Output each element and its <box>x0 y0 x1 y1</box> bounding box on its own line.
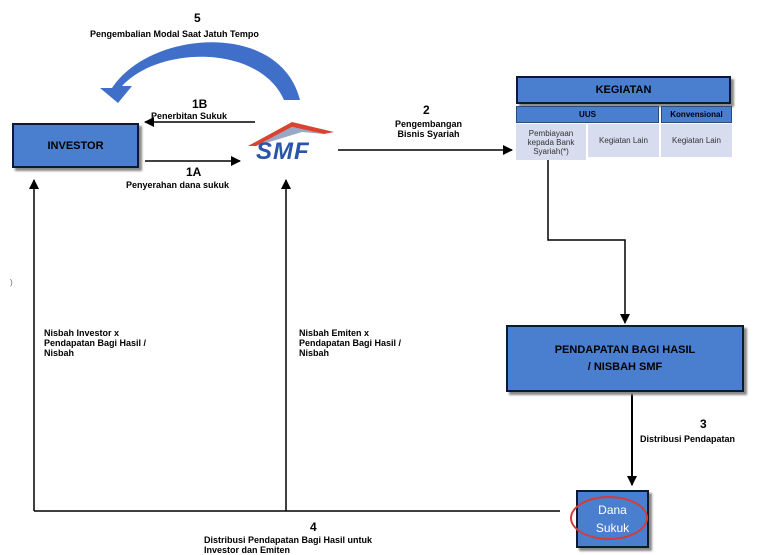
step1b-number: 1B <box>192 97 208 111</box>
nisbah-investor-line3: Nisbah <box>44 348 75 358</box>
nisbah-emiten-line1: Nisbah Emiten x <box>299 328 370 338</box>
dana-sukuk-highlight-circle <box>570 496 648 540</box>
cell-kegiatan-lain-uus: Kegiatan Lain <box>588 124 659 157</box>
return-capital-arrow <box>100 42 300 103</box>
cell-kegiatan-lain-konv: Kegiatan Lain <box>661 124 732 157</box>
nisbah-emiten-line2: Pendapatan Bagi Hasil / <box>299 338 402 348</box>
investor-box: INVESTOR <box>12 123 139 168</box>
pendapatan-line2: / NISBAH SMF <box>587 360 663 373</box>
pendapatan-box: PENDAPATAN BAGI HASIL / NISBAH SMF <box>506 325 744 392</box>
cell-pembiayaan: Pembiayaan kepada Bank Syariah(*) <box>516 124 586 160</box>
step4-label-2: Investor dan Emiten <box>204 545 291 555</box>
kegiatan-title: KEGIATAN <box>595 84 652 96</box>
step3-number: 3 <box>700 417 707 431</box>
step1a-number: 1A <box>186 165 202 179</box>
smf-roof-icon <box>248 122 334 146</box>
step3-label: Distribusi Pendapatan <box>640 434 736 444</box>
nisbah-investor-line1: Nisbah Investor x <box>44 328 120 338</box>
kegiatan-title-box: KEGIATAN <box>516 76 731 104</box>
step2-label-1: Pengembangan <box>394 119 462 129</box>
step4-label-1: Distribusi Pendapatan Bagi Hasil untuk <box>204 535 373 545</box>
step5-label: Pengembalian Modal Saat Jatuh Tempo <box>90 29 259 39</box>
stray-mark: ) <box>10 278 13 287</box>
step1b-label: Penerbitan Sukuk <box>151 111 228 121</box>
investor-label: INVESTOR <box>47 139 104 152</box>
nisbah-emiten-line3: Nisbah <box>299 348 330 358</box>
nisbah-investor-line2: Pendapatan Bagi Hasil / <box>44 338 147 348</box>
uus-header: UUS <box>516 106 659 123</box>
pendapatan-line1: PENDAPATAN BAGI HASIL <box>554 343 696 356</box>
step4-number: 4 <box>310 520 317 534</box>
smf-logo: SMF <box>242 118 342 166</box>
step2-number: 2 <box>423 103 430 117</box>
arrow-kegiatan-to-pendapatan <box>547 160 630 324</box>
konvensional-header: Konvensional <box>661 106 732 123</box>
smf-logo-text: SMF <box>256 138 310 165</box>
step2-label-2: Bisnis Syariah <box>397 129 460 139</box>
step1a-label: Penyerahan dana sukuk <box>126 180 230 190</box>
step5-number: 5 <box>194 11 201 25</box>
